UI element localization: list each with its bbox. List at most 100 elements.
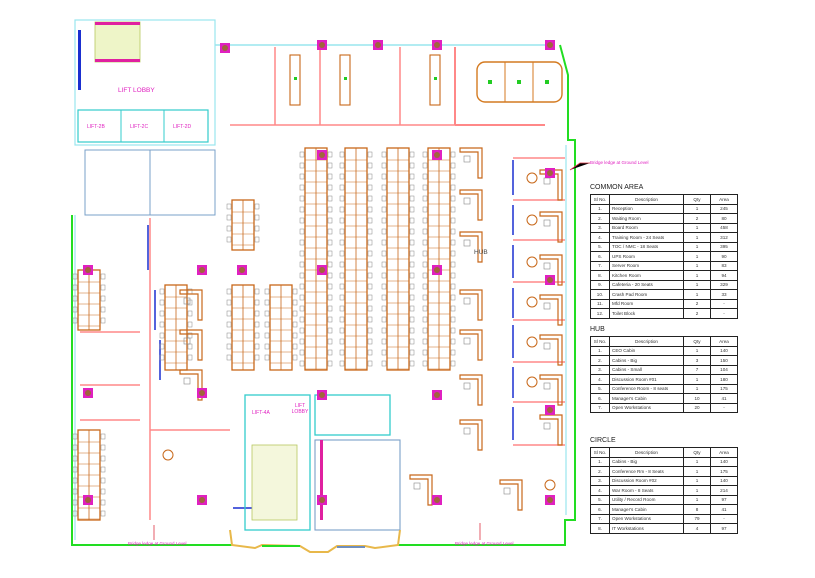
header-desc: Description bbox=[609, 447, 684, 458]
chair bbox=[254, 332, 260, 339]
cabin-desk bbox=[539, 334, 563, 366]
chair bbox=[72, 444, 78, 451]
chair bbox=[226, 288, 232, 295]
callout-bottom-left: Bridge ledge at Ground Level bbox=[128, 541, 187, 546]
cell-sl: 5. bbox=[590, 383, 610, 394]
chair bbox=[327, 184, 333, 191]
header-sl: Sl No. bbox=[590, 336, 610, 347]
cell-sl: 7. bbox=[590, 260, 610, 271]
chair bbox=[450, 151, 456, 158]
cell-qty: 2 bbox=[683, 213, 711, 224]
chair bbox=[413, 482, 421, 490]
chair bbox=[381, 338, 387, 345]
round-table bbox=[526, 214, 538, 226]
furniture bbox=[72, 54, 563, 521]
chair bbox=[292, 343, 298, 350]
chair bbox=[463, 382, 471, 390]
header-area: Area bbox=[710, 336, 738, 347]
chair bbox=[409, 250, 415, 257]
chair bbox=[264, 354, 270, 361]
cell-qty: 7 bbox=[683, 364, 711, 375]
chair bbox=[159, 343, 165, 350]
chair bbox=[450, 283, 456, 290]
cell-area: - bbox=[710, 298, 738, 309]
meeting-table bbox=[339, 54, 351, 106]
chair bbox=[339, 294, 345, 301]
cell-qty: 1 bbox=[683, 485, 711, 496]
column-core bbox=[547, 170, 553, 176]
chair bbox=[381, 305, 387, 312]
lift-2b-label: LIFT-2B bbox=[87, 124, 105, 130]
chair bbox=[381, 239, 387, 246]
chair bbox=[381, 195, 387, 202]
chair bbox=[463, 197, 471, 205]
chair bbox=[159, 321, 165, 328]
cell-desc: Cafeteria - 20 Seats bbox=[609, 279, 684, 290]
chair bbox=[339, 217, 345, 224]
cell-sl: 6. bbox=[590, 504, 610, 515]
chair bbox=[72, 306, 78, 313]
chair bbox=[450, 250, 456, 257]
chair bbox=[327, 349, 333, 356]
chair bbox=[381, 184, 387, 191]
cell-desc: Manager's Cabin bbox=[609, 393, 684, 404]
common-area-title: COMMON AREA bbox=[590, 184, 644, 191]
cell-area: 90 bbox=[710, 251, 738, 262]
chair bbox=[367, 173, 373, 180]
column-core bbox=[319, 267, 325, 273]
chair bbox=[299, 206, 305, 213]
chair bbox=[327, 327, 333, 334]
chair bbox=[299, 228, 305, 235]
cell-qty: 1 bbox=[683, 222, 711, 233]
cabin-desk bbox=[539, 254, 563, 286]
table-header: Sl No. Description Qty Area bbox=[590, 447, 738, 458]
cell-sl: 3. bbox=[590, 364, 610, 375]
cell-qty: 10 bbox=[683, 393, 711, 404]
chair bbox=[463, 427, 471, 435]
chair bbox=[72, 284, 78, 291]
column-core bbox=[547, 42, 553, 48]
cell-qty: 1 bbox=[683, 374, 711, 385]
cell-desc: TOC / NMC - 18 Seats bbox=[609, 241, 684, 252]
chair bbox=[226, 310, 232, 317]
chair bbox=[226, 236, 232, 243]
cell-sl: 7. bbox=[590, 513, 610, 524]
chair bbox=[409, 305, 415, 312]
chair bbox=[381, 173, 387, 180]
chair bbox=[367, 338, 373, 345]
chair bbox=[254, 236, 260, 243]
chair bbox=[409, 162, 415, 169]
cell-sl: 5. bbox=[590, 494, 610, 505]
cell-desc: CEO Cabin bbox=[609, 345, 684, 356]
cell-desc: Cabins - Big bbox=[609, 456, 684, 467]
chair bbox=[367, 261, 373, 268]
chair bbox=[450, 338, 456, 345]
cell-area: 312 bbox=[710, 232, 738, 243]
column-core bbox=[547, 407, 553, 413]
chair bbox=[187, 343, 193, 350]
chair bbox=[299, 239, 305, 246]
lift-2c-label: LIFT-2C bbox=[130, 124, 149, 130]
cell-area: - bbox=[710, 513, 738, 524]
cell-area: 80 bbox=[710, 213, 738, 224]
chair bbox=[226, 332, 232, 339]
chair bbox=[72, 455, 78, 462]
chair bbox=[367, 250, 373, 257]
chair bbox=[292, 310, 298, 317]
header-qty: Qty bbox=[683, 194, 711, 205]
chair bbox=[422, 162, 428, 169]
chair bbox=[422, 184, 428, 191]
chair bbox=[226, 354, 232, 361]
chair bbox=[450, 261, 456, 268]
cell-area: 175 bbox=[710, 383, 738, 394]
cell-area: 41 bbox=[710, 393, 738, 404]
chair bbox=[381, 250, 387, 257]
chair bbox=[367, 327, 373, 334]
chair bbox=[409, 261, 415, 268]
header-qty: Qty bbox=[683, 336, 711, 347]
chair bbox=[450, 305, 456, 312]
